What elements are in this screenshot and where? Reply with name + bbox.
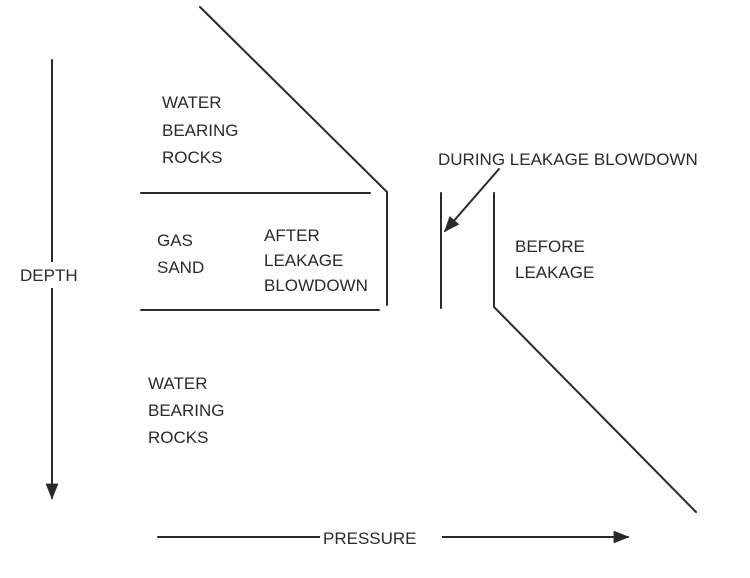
before-leakage-pressure-line	[493, 192, 697, 513]
depth-axis-label: DEPTH	[20, 266, 78, 285]
after-blowdown-label: AFTER LEAKAGE BLOWDOWN	[264, 226, 368, 295]
before-leakage-label: BEFORE LEAKAGE	[515, 237, 594, 282]
during-blowdown-label: DURING LEAKAGE BLOWDOWN	[438, 150, 698, 169]
during-blowdown-pointer-arrow	[443, 168, 500, 233]
pressure-axis-label: PRESSURE	[323, 529, 417, 548]
gas-sand-label: GAS SAND	[157, 231, 204, 277]
upper-rocks-label: WATER BEARING ROCKS	[162, 93, 243, 167]
lower-rocks-label: WATER BEARING ROCKS	[148, 374, 229, 447]
after-blowdown-pressure-line	[199, 6, 388, 306]
